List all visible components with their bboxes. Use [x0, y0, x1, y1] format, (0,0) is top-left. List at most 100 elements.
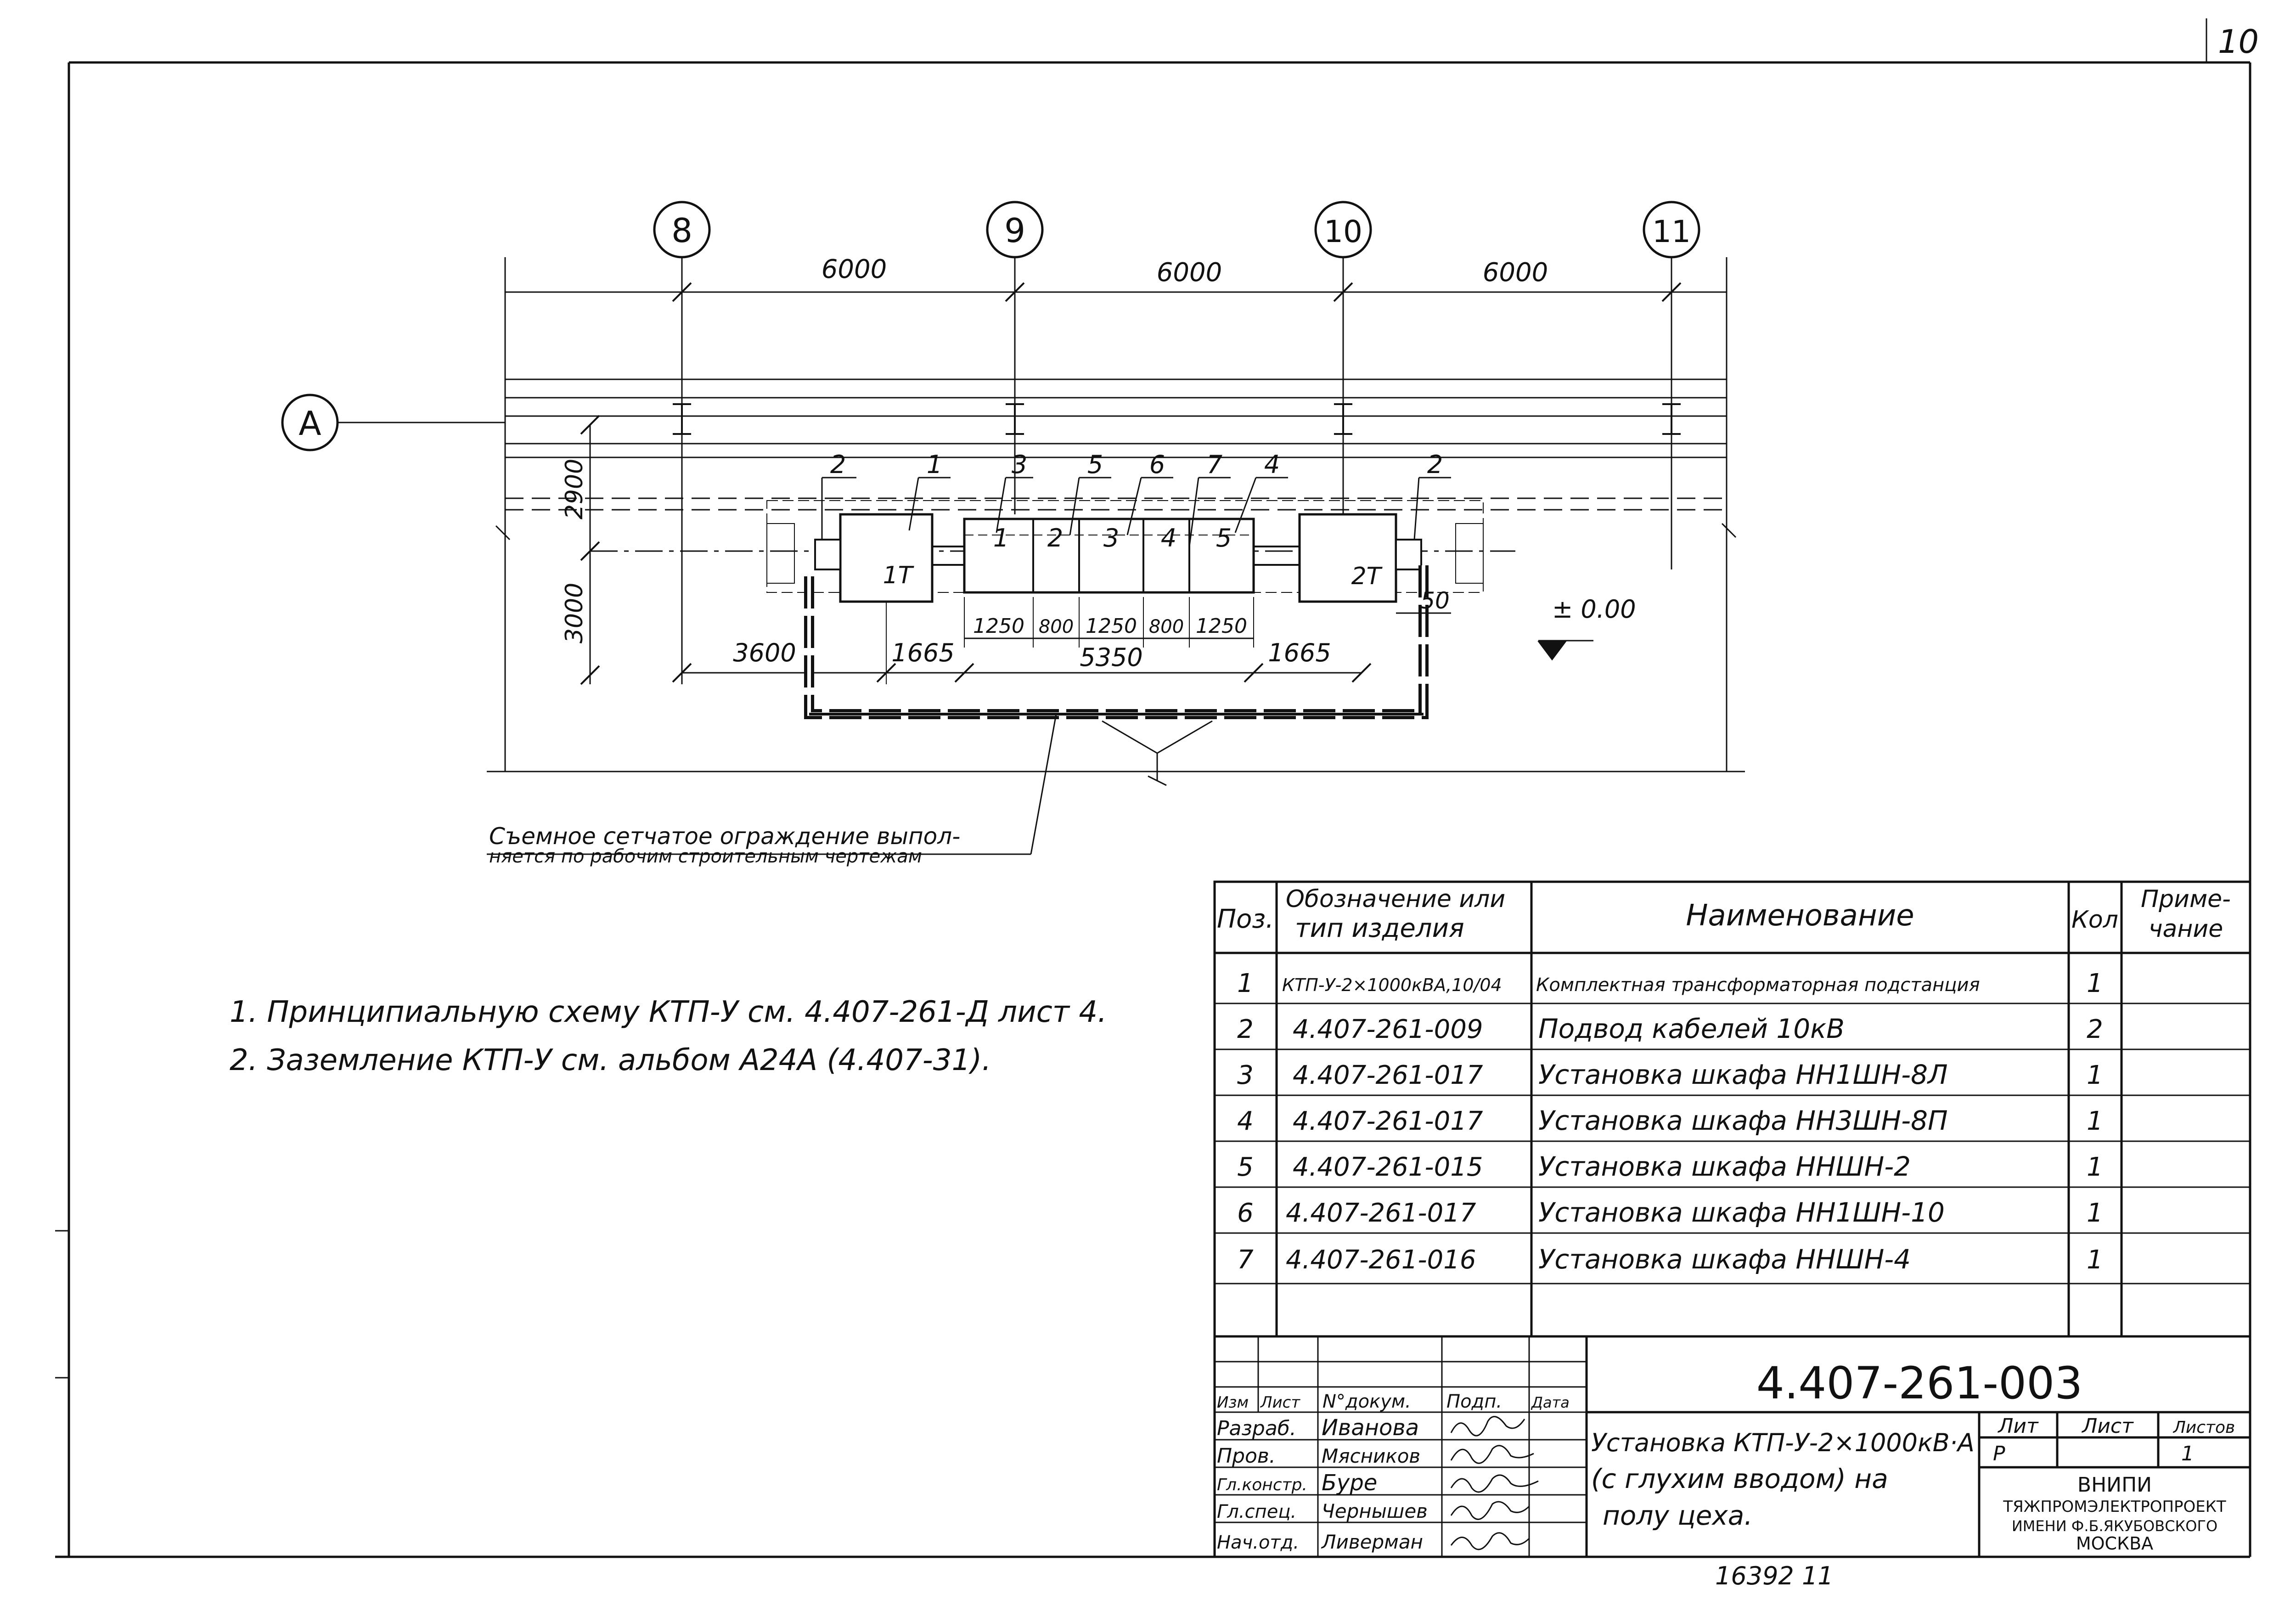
tb-staff-name: Иванова — [1322, 1415, 1419, 1441]
row-dimension-gap-left: 1665 — [891, 638, 954, 667]
spec-row-qty: 1 — [2087, 1198, 2103, 1228]
fence-note-line-2: няется по рабочим строительным чертежам — [489, 846, 922, 867]
spec-table-rows: 1 КТП-У-2×1000кВА,10/04 Комплектная тран… — [1237, 969, 2103, 1275]
doc-code: 4.407-261-003 — [1756, 1358, 2083, 1409]
spec-row-name: Установка шкафа НН3ШН-8П — [1538, 1105, 1948, 1136]
callout-number: 2 — [1427, 450, 1443, 479]
row-dimension-total: 5350 — [1080, 643, 1142, 672]
spec-row-pos: 7 — [1237, 1245, 1254, 1275]
drawing-title-line-3: полу цеха. — [1603, 1500, 1753, 1531]
spec-header-designation: тип изделия — [1295, 913, 1464, 943]
side-gap-dimension: 50 — [1420, 587, 1450, 614]
tb-col-header: Подп. — [1446, 1391, 1502, 1412]
callout-number: 4 — [1264, 450, 1280, 479]
tb-staff-name: Ливерман — [1321, 1531, 1423, 1553]
spec-row-qty: 2 — [2087, 1014, 2103, 1044]
axis-9-label: 9 — [1004, 211, 1025, 250]
drawing-title-line-1: Установка КТП-У-2×1000кВ·А — [1591, 1428, 1975, 1457]
org-line-1: ВНИПИ — [2077, 1473, 2152, 1497]
transformer-label: 1T — [883, 562, 915, 589]
spec-row-pos: 1 — [1237, 969, 1254, 998]
spec-row-pos: 4 — [1237, 1106, 1254, 1136]
tb-staff-role: Нач.отд. — [1217, 1532, 1299, 1553]
axis-11-label: 11 — [1652, 214, 1691, 249]
spec-header-name: Наименование — [1686, 899, 1914, 933]
tb-lit-label: Лит — [1997, 1414, 2039, 1438]
vertical-dimension-upper: 2900 — [561, 459, 588, 519]
tb-staff-name: Чернышев — [1322, 1500, 1428, 1522]
cabinet-width: 1250 — [973, 614, 1024, 638]
vertical-dimension-lower: 3000 — [561, 583, 588, 643]
spec-row-designation: 4.407-261-009 — [1293, 1014, 1483, 1044]
cabinet-number: 2 — [1047, 524, 1063, 552]
spec-row-designation: 4.407-261-017 — [1286, 1198, 1476, 1228]
spec-row-designation: 4.407-261-016 — [1286, 1245, 1476, 1275]
cabinet-number: 1 — [993, 524, 1009, 552]
signatures — [1450, 1416, 1539, 1550]
tb-staff-name: Буре — [1322, 1470, 1377, 1496]
spec-row-designation: 4.407-261-017 — [1293, 1106, 1483, 1136]
spec-row-qty: 1 — [2087, 1245, 2103, 1275]
spec-row-designation: КТП-У-2×1000кВА,10/04 — [1282, 975, 1502, 995]
spec-row-name: Комплектная трансформаторная подстанция — [1536, 975, 1980, 996]
cabinet-number: 3 — [1103, 524, 1119, 552]
org-line-4: МОСКВА — [2076, 1533, 2153, 1554]
axis-a-label: A — [298, 404, 321, 443]
spec-row-name: Установка шкафа НН1ШН-10 — [1538, 1197, 1945, 1228]
tb-col-header: N°докум. — [1322, 1391, 1411, 1412]
drawing-title-line-2: (с глухим вводом) на — [1591, 1463, 1888, 1494]
callout-number: 5 — [1087, 450, 1103, 479]
spec-row-qty: 1 — [2087, 1106, 2103, 1136]
spec-row-name: Установка шкафа ННШН-2 — [1538, 1151, 1911, 1182]
tb-sheets-value: 1 — [2181, 1442, 2194, 1465]
spec-header-note: Приме- — [2141, 885, 2231, 913]
transformer-label: 2T — [1351, 563, 1383, 590]
spec-row-pos: 2 — [1237, 1014, 1254, 1044]
span-dimension: 6000 — [1483, 258, 1548, 287]
spec-row-designation: 4.407-261-017 — [1293, 1060, 1483, 1090]
row-dimension-left: 3600 — [733, 638, 796, 667]
tb-sheets-label: Листов — [2172, 1418, 2235, 1437]
spec-row-name: Установка шкафа НН1ШН-8Л — [1538, 1059, 1948, 1090]
note-1: 1. Принципиальную схему КТП-У см. 4.407-… — [230, 995, 1107, 1029]
tb-col-header: Дата — [1531, 1394, 1570, 1411]
spec-row-pos: 3 — [1237, 1060, 1254, 1090]
callout-number: 1 — [927, 450, 942, 479]
cabinet-number: 5 — [1216, 524, 1232, 552]
spec-header-designation: Обозначение или — [1286, 885, 1505, 913]
cabinet-width: 1250 — [1196, 614, 1247, 638]
tb-lit-value: Р — [1993, 1442, 2005, 1465]
footer-number: 16392 11 — [1715, 1561, 1834, 1590]
tb-col-header: Изм — [1217, 1393, 1249, 1412]
spec-header-note: чание — [2149, 915, 2223, 943]
tb-staff-name: Мясников — [1322, 1445, 1420, 1467]
callout-number: 3 — [1012, 450, 1027, 479]
spec-row-designation: 4.407-261-015 — [1293, 1152, 1483, 1182]
row-dimension-gap-right: 1665 — [1268, 638, 1331, 667]
note-2: 2. Заземление КТП-У см. альбом А24А (4.4… — [230, 1043, 991, 1077]
fence-note-line-1: Съемное сетчатое ограждение выпол- — [489, 823, 960, 850]
span-dimension: 6000 — [1157, 258, 1222, 287]
spec-row-qty: 1 — [2087, 969, 2103, 998]
spec-row-name: Установка шкафа ННШН-4 — [1538, 1244, 1911, 1275]
span-dimension: 6000 — [822, 254, 887, 284]
tb-staff-role: Гл.спец. — [1217, 1501, 1296, 1522]
column-axis-markers — [281, 201, 1700, 451]
org-line-2: ТЯЖПРОМЭЛЕКТРОПРОЕКТ — [2003, 1498, 2226, 1516]
callout-number: 6 — [1149, 450, 1165, 479]
spec-row-pos: 6 — [1237, 1198, 1254, 1228]
spec-header-pos: Поз. — [1217, 904, 1274, 934]
cabinet-number: 4 — [1161, 524, 1176, 552]
callout-number: 2 — [830, 450, 846, 479]
cabinet-width: 800 — [1039, 616, 1074, 637]
tb-sheet-label: Лист — [2081, 1414, 2134, 1438]
level-mark: ± 0.00 — [1552, 595, 1636, 624]
title-block — [1213, 1336, 2250, 1557]
org-line-3: ИМЕНИ Ф.Б.ЯКУБОВСКОГО — [2012, 1517, 2217, 1535]
spec-row-qty: 1 — [2087, 1152, 2103, 1182]
axis-8-label: 8 — [671, 211, 692, 250]
sheet-frame — [55, 18, 2251, 1558]
tb-col-header: Лист — [1260, 1393, 1300, 1412]
plan-drawing — [338, 253, 1745, 855]
